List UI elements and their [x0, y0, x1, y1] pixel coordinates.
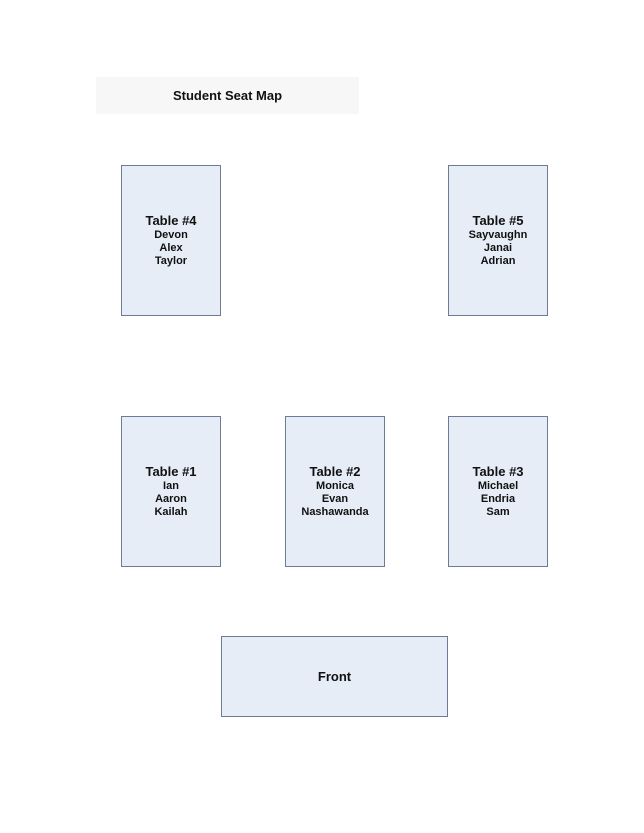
- table-2: Table #2 Monica Evan Nashawanda: [285, 416, 385, 567]
- table-name: Table #2: [309, 464, 361, 479]
- student-name: Taylor: [154, 255, 188, 267]
- student-name: Janai: [483, 242, 513, 254]
- student-name: Sayvaughn: [468, 229, 528, 241]
- student-name: Devon: [154, 229, 188, 241]
- student-name: Endria: [480, 493, 516, 505]
- student-list: Devon Alex Taylor: [154, 229, 188, 268]
- student-name: Kailah: [154, 506, 188, 518]
- student-name: Sam: [486, 506, 510, 518]
- student-name: Michael: [477, 480, 519, 492]
- student-name: Evan: [321, 493, 349, 505]
- table-name: Table #4: [145, 213, 197, 228]
- seat-map-title: Student Seat Map: [96, 77, 359, 114]
- table-5: Table #5 Sayvaughn Janai Adrian: [448, 165, 548, 316]
- student-name: Nashawanda: [301, 506, 369, 518]
- student-name: Monica: [316, 480, 354, 492]
- student-list: Sayvaughn Janai Adrian: [469, 229, 528, 268]
- student-list: Michael Endria Sam: [478, 480, 518, 519]
- student-list: Ian Aaron Kailah: [154, 480, 187, 519]
- front-of-room: Front: [221, 636, 448, 717]
- table-1: Table #1 Ian Aaron Kailah: [121, 416, 221, 567]
- student-list: Monica Evan Nashawanda: [301, 480, 368, 519]
- student-name: Adrian: [480, 255, 516, 267]
- table-name: Table #5: [472, 213, 524, 228]
- table-4: Table #4 Devon Alex Taylor: [121, 165, 221, 316]
- table-3: Table #3 Michael Endria Sam: [448, 416, 548, 567]
- student-name: Aaron: [155, 493, 187, 505]
- student-name: Ian: [163, 480, 179, 492]
- table-name: Table #3: [472, 464, 524, 479]
- table-name: Table #1: [145, 464, 197, 479]
- student-name: Alex: [159, 242, 183, 254]
